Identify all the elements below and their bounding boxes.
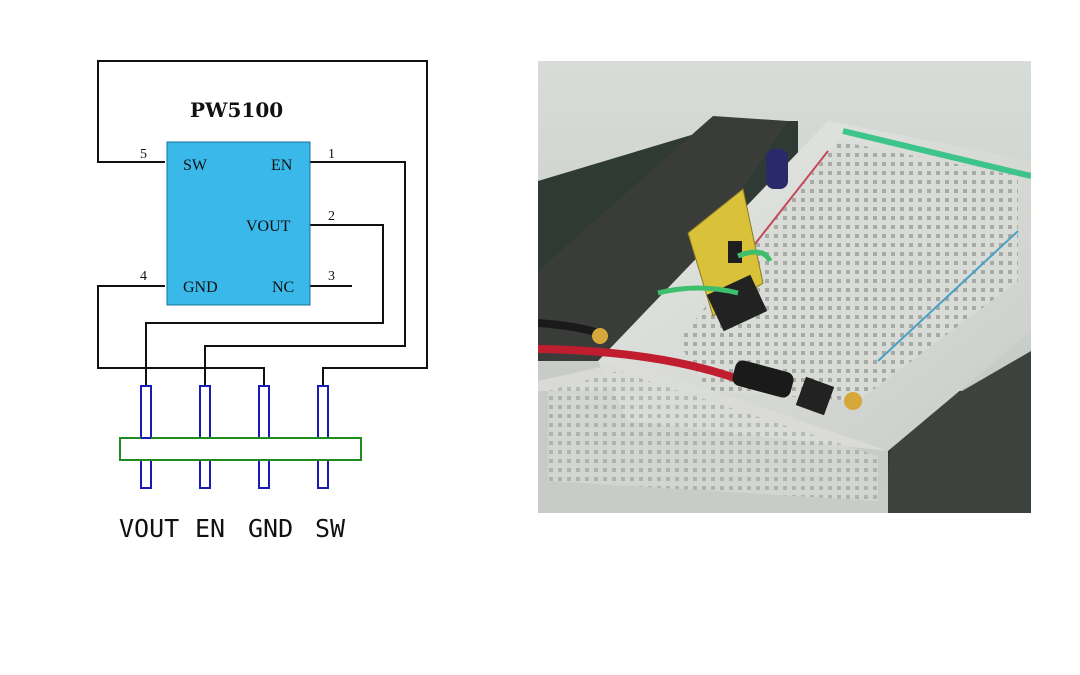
pin-num-3: 3	[328, 269, 335, 284]
dark-block-left	[538, 116, 788, 361]
header-label-en: EN	[195, 514, 225, 543]
pin-num-1: 1	[328, 147, 335, 162]
pin-label-sw: SW	[183, 157, 208, 174]
probe-tip	[795, 376, 835, 416]
wire-gnd	[97, 285, 265, 386]
breadboard-front-holes	[548, 371, 878, 501]
capacitor	[766, 149, 788, 189]
breadboard-photo	[538, 61, 1031, 513]
yellow-capacitor-2	[844, 392, 862, 410]
pin-num-5: 5	[140, 147, 147, 162]
pw5100-schematic: PW5100 SW EN VOUT GND NC 5 1 2 4 3 VOUT …	[97, 60, 428, 543]
module-ic	[728, 241, 742, 263]
breadboard-holes	[678, 141, 1018, 401]
dark-block-right	[883, 351, 1031, 513]
pin-label-en: EN	[271, 157, 293, 174]
pin-num-4: 4	[140, 269, 147, 284]
header-label-sw: SW	[315, 514, 346, 543]
header-label-gnd: GND	[248, 514, 293, 543]
pin-label-gnd: GND	[183, 279, 218, 296]
yellow-capacitor-1	[592, 328, 608, 344]
header-bar	[119, 437, 362, 461]
red-cable	[538, 345, 740, 383]
cable-connector	[732, 360, 794, 398]
green-wire-mid2	[737, 249, 773, 263]
blue-rail	[877, 230, 1019, 362]
wires	[97, 60, 428, 386]
wire-sw	[97, 60, 428, 386]
chip-name: PW5100	[190, 98, 283, 122]
wire-en	[204, 161, 406, 386]
pin-label-vout: VOUT	[246, 218, 291, 235]
green-wire-top	[842, 128, 1031, 179]
green-wire-mid	[657, 285, 739, 296]
chip-body	[166, 141, 311, 306]
wire-vout	[145, 224, 384, 386]
pin-num-2: 2	[328, 209, 335, 224]
header-label-vout: VOUT	[119, 514, 179, 543]
pin-label-nc: NC	[272, 279, 294, 296]
